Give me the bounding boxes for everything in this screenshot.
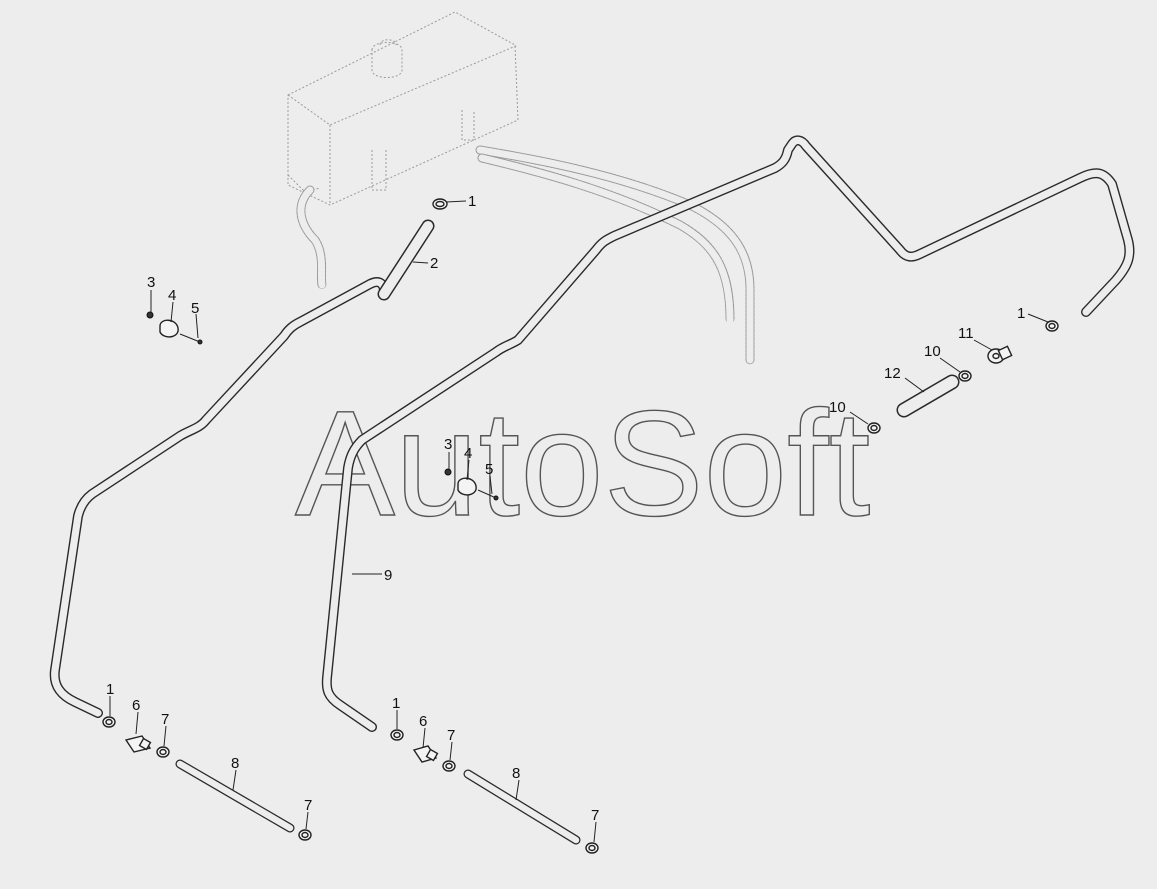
clamp-1-top	[432, 198, 448, 210]
fuel-pipe-left	[49, 277, 389, 718]
clamp-1-right	[1045, 320, 1059, 332]
clamp-7-b	[298, 829, 312, 841]
tube-part-8-right	[463, 769, 581, 845]
callout-5-center: 5	[485, 461, 493, 478]
clip-assembly-center	[444, 468, 499, 501]
clamp-7-d	[585, 842, 599, 854]
callout-3-left: 3	[147, 274, 155, 291]
callout-6-left: 6	[132, 697, 140, 714]
clamp-7-c	[442, 760, 456, 772]
hose-part-2	[377, 219, 435, 301]
connector-6-left	[124, 735, 152, 753]
callout-8-right: 8	[512, 765, 520, 782]
callout-11: 11	[958, 325, 974, 342]
fuel-pipe-9	[321, 135, 1135, 732]
callout-4-center: 4	[464, 445, 472, 462]
hose-part-12	[896, 374, 960, 418]
clamps	[102, 198, 1059, 854]
callout-1-mid: 1	[392, 695, 400, 712]
clip-assembly-left	[146, 311, 203, 345]
connector-6-right	[412, 745, 439, 763]
callout-1-right: 1	[1017, 305, 1025, 322]
callout-1-top: 1	[468, 193, 476, 210]
callout-1-left: 1	[106, 681, 114, 698]
callout-9: 9	[384, 567, 392, 584]
leader-lines	[109, 200, 1049, 843]
tube-part-8-left	[175, 759, 295, 833]
clamp-1-left	[102, 716, 116, 728]
clamp-7-a	[156, 746, 170, 758]
callout-3-center: 3	[444, 436, 452, 453]
callout-6-right: 6	[419, 713, 427, 730]
fitting-11	[987, 345, 1013, 364]
fuel-tank-ghost	[287, 11, 519, 206]
callout-10-a: 10	[924, 343, 941, 360]
callout-7-c: 7	[447, 727, 455, 744]
callout-5-left: 5	[191, 300, 199, 317]
callout-7-b: 7	[304, 797, 312, 814]
callout-7-d: 7	[591, 807, 599, 824]
clamp-1-mid	[390, 729, 404, 741]
callout-4-left: 4	[168, 287, 176, 304]
callout-labels: 1 2 3 4 5 1 6 7 8 7 9 3 4 5 1 6 7 8 7 1 …	[106, 193, 1025, 824]
watermark-text: AutoSoft	[295, 379, 870, 547]
callout-12: 12	[884, 365, 901, 382]
callout-7-a: 7	[161, 711, 169, 728]
callout-8-left: 8	[231, 755, 239, 772]
clamp-10-a	[958, 370, 972, 382]
callout-2: 2	[430, 255, 438, 272]
callout-10-b: 10	[829, 399, 846, 416]
clamp-10-b	[867, 422, 881, 434]
